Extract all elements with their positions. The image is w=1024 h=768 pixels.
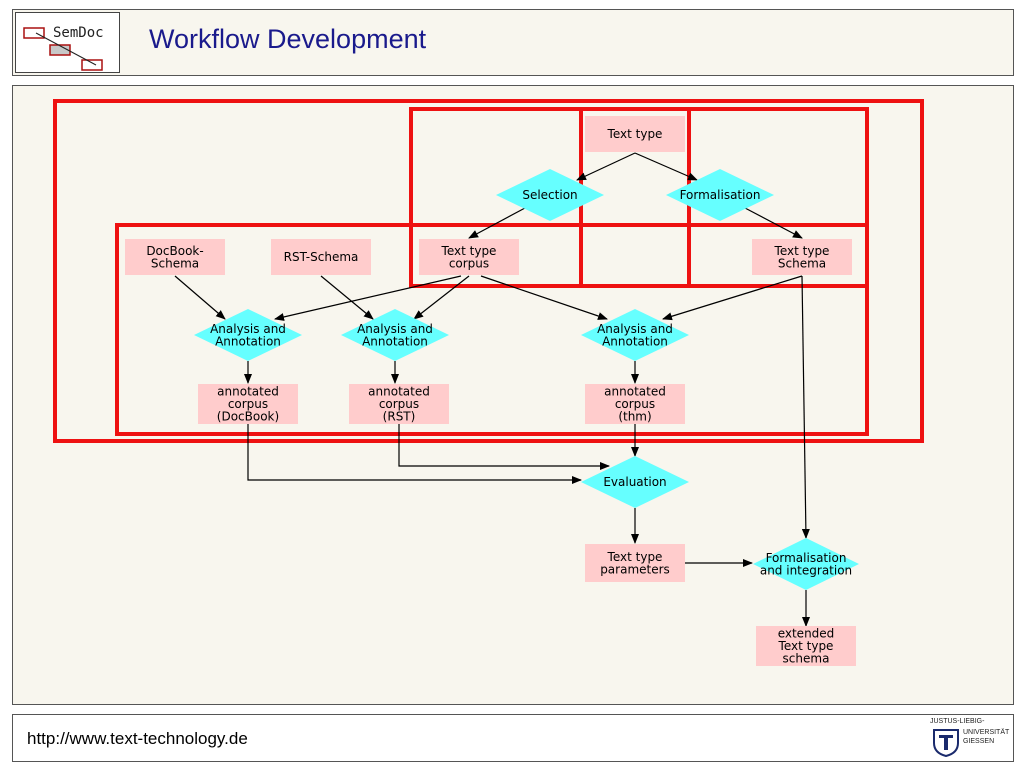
- footer-bar: http://www.text-technology.de JUSTUS-LIE…: [12, 714, 1014, 762]
- logo-text: SemDoc: [53, 25, 104, 41]
- node-label: schema: [783, 652, 830, 666]
- node-label: Annotation: [602, 334, 668, 348]
- node-rst-schema: RST-Schema: [271, 239, 371, 275]
- decision-diamond: [581, 456, 689, 508]
- artifact-box: [271, 239, 371, 275]
- node-label: Annotation: [215, 334, 281, 348]
- node-label: Text type: [778, 639, 834, 653]
- artifact-box: [585, 384, 685, 424]
- artifact-box: [585, 116, 685, 152]
- node-label: parameters: [600, 562, 670, 576]
- edge-text-type-corpus-to-analysis-1: [274, 275, 462, 321]
- node-label: corpus: [228, 397, 268, 411]
- artifact-box: [585, 544, 685, 582]
- edge-rst-schema-to-analysis-2: [320, 275, 374, 320]
- university-name-line-3: GIESSEN: [963, 738, 995, 745]
- university-name-line-2: UNIVERSITÄT: [963, 729, 1010, 736]
- page-title: Workflow Development: [149, 24, 427, 54]
- artifact-box: [349, 384, 449, 424]
- node-label: Formalisation: [680, 188, 761, 202]
- decision-diamond: [753, 538, 859, 590]
- node-label: RST-Schema: [284, 250, 359, 264]
- node-label: annotated: [604, 385, 666, 399]
- artifact-box: [756, 626, 856, 666]
- university-name-line-1: JUSTUS-LIEBIG-: [930, 718, 985, 725]
- edge-text-type-corpus-to-analysis-3: [480, 275, 608, 320]
- node-label: Schema: [151, 256, 199, 270]
- node-label: (RST): [383, 410, 416, 424]
- decision-diamond: [666, 169, 774, 221]
- node-label: Formalisation: [766, 551, 847, 565]
- semdoc-logo: SemDoc: [15, 12, 120, 73]
- university-logo: JUSTUS-LIEBIG- UNIVERSITÄT GIESSEN: [927, 717, 1010, 759]
- node-label: corpus: [379, 397, 419, 411]
- node-docbook-schema: DocBook-Schema: [125, 239, 225, 275]
- node-label: Text type: [441, 244, 497, 258]
- artifact-box: [752, 239, 852, 275]
- artifact-box: [419, 239, 519, 275]
- node-label: Selection: [522, 188, 577, 202]
- edge-text-type-schema-to-analysis-3: [662, 275, 803, 321]
- node-selection: Selection: [496, 169, 604, 221]
- edge-text-type-to-formalisation: [634, 152, 698, 181]
- footer-url-link[interactable]: http://www.text-technology.de: [27, 729, 248, 748]
- node-label: Annotation: [362, 334, 428, 348]
- node-label: annotated: [368, 385, 430, 399]
- edge-text-type-schema-to-formalisation-integration: [801, 275, 810, 539]
- decision-diamond: [496, 169, 604, 221]
- node-label: Analysis and: [210, 322, 286, 336]
- node-label: annotated: [217, 385, 279, 399]
- node-formalisation: Formalisation: [666, 169, 774, 221]
- edge-text-type-to-selection: [576, 152, 636, 181]
- node-label: corpus: [449, 256, 489, 270]
- node-label: Text type: [607, 550, 663, 564]
- node-label: Schema: [778, 256, 826, 270]
- edge-formalisation-to-text-type-schema: [744, 207, 803, 239]
- header-bar: SemDoc Workflow Development: [12, 9, 1014, 76]
- node-evaluation: Evaluation: [581, 456, 689, 508]
- node-label: (DocBook): [217, 410, 279, 424]
- node-label: extended: [778, 627, 835, 641]
- artifact-box: [125, 239, 225, 275]
- node-label: Text type: [774, 244, 830, 258]
- edge-selection-to-text-type-corpus: [468, 207, 526, 239]
- node-label: DocBook-: [146, 244, 203, 258]
- decision-diamond: [341, 309, 449, 361]
- decision-diamond: [194, 309, 302, 361]
- node-label: corpus: [615, 397, 655, 411]
- node-label: (thm): [618, 410, 651, 424]
- university-shield-icon: [933, 729, 959, 757]
- edge-text-type-corpus-to-analysis-2: [413, 275, 470, 320]
- edge-annotated-rst-to-evaluation: [398, 424, 610, 470]
- outer-group-frame: [53, 99, 924, 443]
- edge-annotated-docbook-to-evaluation: [247, 424, 582, 484]
- node-text-type: Text type: [585, 116, 685, 152]
- node-label: Text type: [607, 127, 663, 141]
- edge-docbook-schema-to-analysis-1: [174, 275, 226, 320]
- node-label: Analysis and: [597, 322, 673, 336]
- node-label: Evaluation: [603, 475, 666, 489]
- node-label: Analysis and: [357, 322, 433, 336]
- artifact-box: [198, 384, 298, 424]
- decision-diamond: [581, 309, 689, 361]
- node-label: and integration: [760, 563, 852, 577]
